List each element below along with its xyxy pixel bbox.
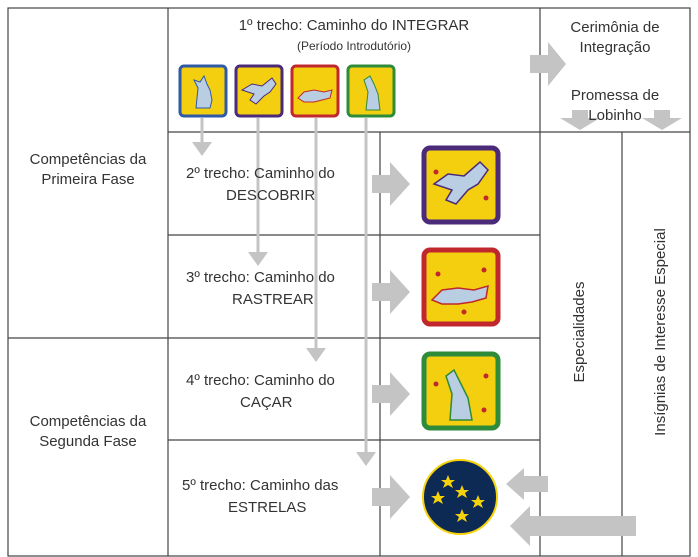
- badge-rastrear: [421, 247, 501, 327]
- wolf-sitting-icon: [193, 74, 213, 109]
- arrowhead-to-stage3: [248, 252, 268, 266]
- top-badge-descobrir: [234, 64, 284, 118]
- top-badge-cacar: [346, 64, 396, 118]
- arrow-down-specialties: [560, 110, 600, 130]
- wolf-tracking-icon: [297, 89, 333, 103]
- phase1-label: Competências da Primeira Fase: [8, 150, 168, 190]
- arrow-to-ceremony: [530, 42, 566, 86]
- stage4-line1: 4º trecho: Caminho do: [186, 372, 335, 389]
- arrow-stage2: [372, 162, 410, 206]
- stage2-label: 2º trecho: Caminho do DESCOBRIR: [186, 163, 376, 207]
- badge-descobrir: [421, 145, 501, 225]
- arrow-specialties-to-stars: [506, 468, 548, 500]
- stage4-label: 4º trecho: Caminho do CAÇAR: [186, 370, 376, 414]
- promise-line2: Lobinho: [588, 107, 642, 124]
- ceremony-line1: Cerimônia de: [570, 19, 660, 36]
- phase2-label: Competências da Segunda Fase: [8, 412, 168, 452]
- ceremony-line2: Integração: [579, 39, 651, 56]
- special-interest-label: Insígnias de Interesse Especial: [652, 228, 669, 436]
- flow-lines: [200, 118, 368, 452]
- top-badge-integrar: [178, 64, 228, 118]
- stage1-label: 1º trecho: Caminho do INTEGRAR (Período …: [168, 16, 540, 56]
- stage3-line2: RASTREAR: [232, 291, 314, 308]
- arrow-stage3: [372, 270, 410, 314]
- arrowhead-to-stage5: [356, 452, 376, 466]
- arrowhead-to-stage4: [306, 348, 326, 362]
- wolf-leaping-icon: [240, 77, 277, 105]
- arrow-stage5: [372, 475, 410, 519]
- badge-estrelas: [422, 459, 498, 535]
- table-grid: [7, 7, 691, 557]
- phase1-line2: Primeira Fase: [41, 171, 135, 188]
- stage5-label: 5º trecho: Caminho das ESTRELAS: [182, 475, 378, 519]
- arrow-insignia-to-stars: [510, 506, 636, 546]
- stars-icon: [431, 475, 485, 522]
- arrow-stage4: [372, 372, 410, 416]
- promise-label: Promessa de Lobinho: [540, 86, 690, 126]
- stage4-line2: CAÇAR: [240, 394, 293, 411]
- flow-arrowheads: [192, 142, 376, 466]
- stage-arrows: [372, 42, 682, 546]
- arrowhead-to-stage2: [192, 142, 212, 156]
- stage5-line1: 5º trecho: Caminho das: [182, 477, 339, 494]
- phase2-line2: Segunda Fase: [39, 433, 137, 450]
- promise-line1: Promessa de: [570, 87, 660, 104]
- specialties-label: Especialidades: [571, 281, 588, 383]
- stage3-label: 3º trecho: Caminho do RASTREAR: [186, 267, 376, 311]
- phase1-line1: Competências da: [29, 151, 147, 168]
- stage3-line1: 3º trecho: Caminho do: [186, 269, 335, 286]
- top-badge-rastrear: [290, 64, 340, 118]
- stage1-subtitle: (Período Introdutório): [296, 39, 412, 53]
- wolf-howling-icon: [363, 75, 381, 111]
- ceremony-label: Cerimônia de Integração: [540, 18, 690, 58]
- phase2-line1: Competências da: [29, 413, 147, 430]
- arrow-down-insignia: [642, 110, 682, 130]
- stage2-line1: 2º trecho: Caminho do: [186, 165, 335, 182]
- badge-cacar: [421, 351, 501, 431]
- stage1-title: 1º trecho: Caminho do INTEGRAR: [238, 17, 470, 34]
- stage5-line2: ESTRELAS: [228, 499, 307, 516]
- top-badges: [178, 64, 396, 118]
- stage2-line2: DESCOBRIR: [226, 187, 316, 204]
